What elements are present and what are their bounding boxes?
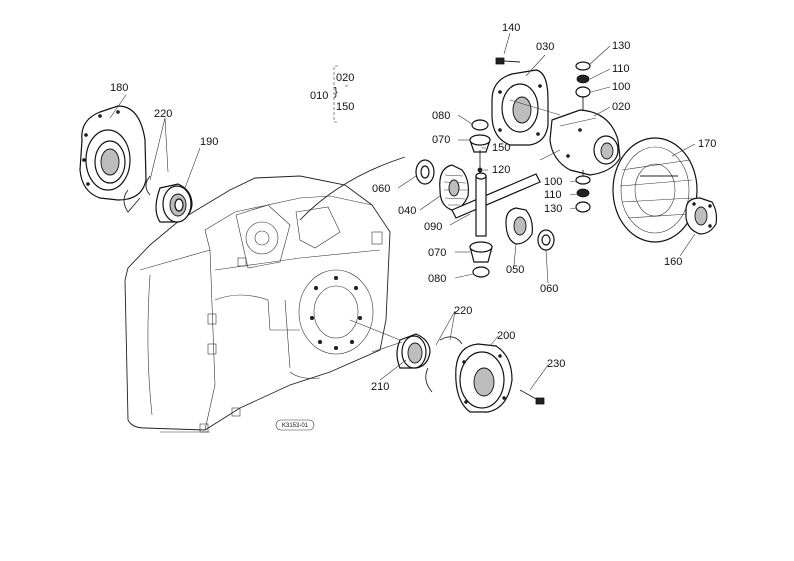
part-020-diff-case (549, 109, 621, 176)
part-140-bolt (495, 57, 521, 65)
brace-symbol: } (334, 86, 338, 98)
label-220-lower: 220 (454, 305, 472, 317)
label-220-left: 220 (154, 108, 172, 120)
label-050: 050 (506, 264, 524, 276)
label-100-bottom: 100 (544, 176, 562, 188)
label-150: 150 (492, 142, 510, 154)
part-090-cross-shaft (451, 172, 541, 237)
label-130-top: 130 (612, 40, 630, 52)
part-180-bearing-housing (79, 105, 147, 201)
reference-code: K3153-01 (275, 419, 315, 431)
callout-labels: 010 020 } 150 140 030 130 110 100 020 08… (110, 22, 716, 393)
label-100-top: 100 (612, 81, 630, 93)
part-060-washer-right (537, 229, 555, 251)
part-070-080-lower (469, 241, 493, 278)
rod-line (299, 156, 406, 221)
label-150-group: 150 (336, 101, 354, 113)
label-190: 190 (200, 136, 218, 148)
label-210: 210 (371, 381, 389, 393)
label-160: 160 (664, 256, 682, 268)
reference-code-text: K3153-01 (282, 423, 309, 429)
label-020-group: 020 (336, 72, 354, 84)
label-230: 230 (547, 358, 565, 370)
part-040-side-gear (439, 164, 469, 211)
label-060-left: 060 (372, 183, 390, 195)
part-230-bolt (519, 389, 545, 405)
part-030-diff-case-half (491, 69, 549, 146)
transmission-case (124, 175, 391, 433)
label-090: 090 (424, 221, 442, 233)
part-160-hub (685, 197, 718, 235)
label-120: 120 (492, 164, 510, 176)
label-110-top: 110 (612, 63, 630, 75)
label-040: 040 (398, 205, 416, 217)
label-180: 180 (110, 82, 128, 94)
label-060-right: 060 (540, 283, 558, 295)
part-060-washer-left (415, 159, 435, 185)
group-bracket (333, 65, 338, 123)
part-210-bearing (396, 333, 431, 369)
label-080-top: 080 (432, 110, 450, 122)
label-070-bottom: 070 (428, 247, 446, 259)
part-stack-bottom (575, 170, 591, 213)
part-050-side-gear (505, 207, 533, 245)
label-130-bottom: 130 (544, 203, 562, 215)
label-200: 200 (497, 330, 515, 342)
part-220-snap-rings-left (123, 175, 151, 213)
leader-lines (109, 32, 696, 391)
label-010: 010 (310, 90, 328, 102)
part-080-070-upper (469, 119, 491, 153)
part-stack-top (575, 61, 591, 110)
part-170-ring-gear (612, 137, 698, 243)
label-080-bottom: 080 (428, 273, 446, 285)
label-030: 030 (536, 41, 554, 53)
label-110-bottom: 110 (544, 189, 562, 201)
part-190-bearing (155, 183, 193, 223)
part-220-snap-rings-lower (425, 336, 463, 393)
label-020: 020 (612, 101, 630, 113)
label-070-top: 070 (432, 134, 450, 146)
label-140: 140 (502, 22, 520, 34)
part-120-pin (477, 150, 483, 173)
part-200-bearing-housing (455, 343, 513, 413)
label-170: 170 (698, 138, 716, 150)
